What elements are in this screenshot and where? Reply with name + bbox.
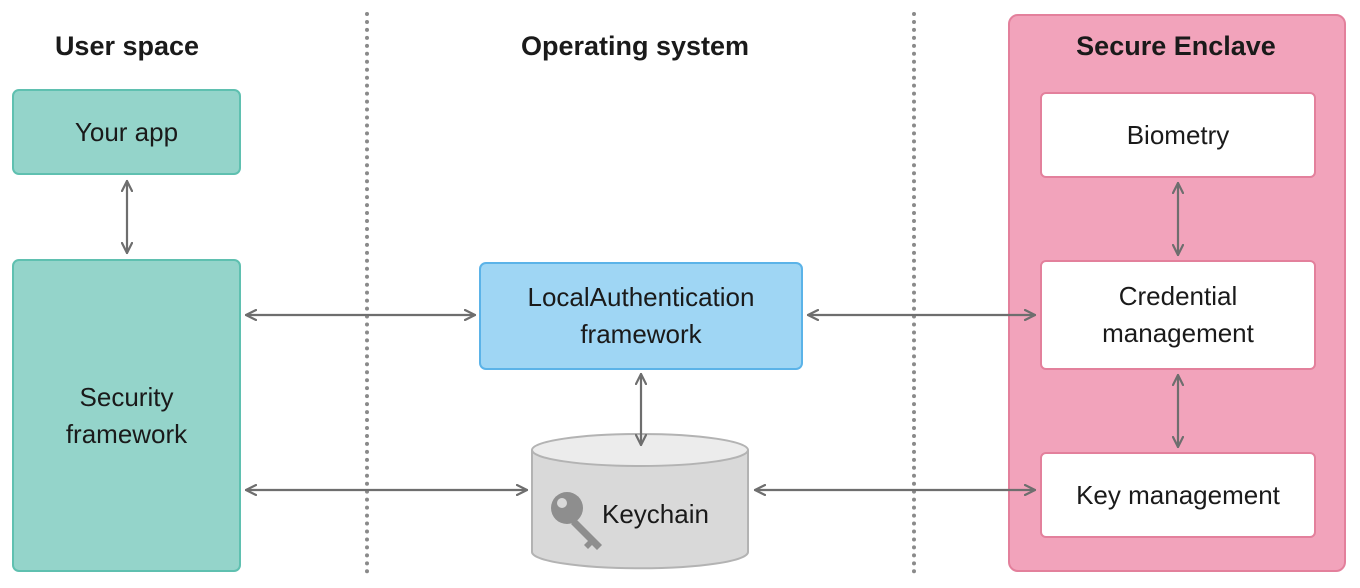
divider-user-os (365, 12, 369, 574)
local-authentication-framework-box: LocalAuthentication framework (479, 262, 803, 370)
credential-management-box: Credential management (1040, 260, 1316, 370)
keychain-label: Keychain (602, 499, 709, 529)
user-space-heading: User space (54, 31, 200, 61)
your-app-box: Your app (12, 89, 241, 175)
secure-enclave-heading: Secure Enclave (1076, 31, 1276, 61)
operating-system-heading: Operating system (520, 31, 750, 61)
divider-os-enclave (912, 12, 916, 574)
biometry-box: Biometry (1040, 92, 1316, 178)
key-management-box: Key management (1040, 452, 1316, 538)
security-framework-box: Security framework (12, 259, 241, 572)
key-icon (551, 492, 602, 550)
